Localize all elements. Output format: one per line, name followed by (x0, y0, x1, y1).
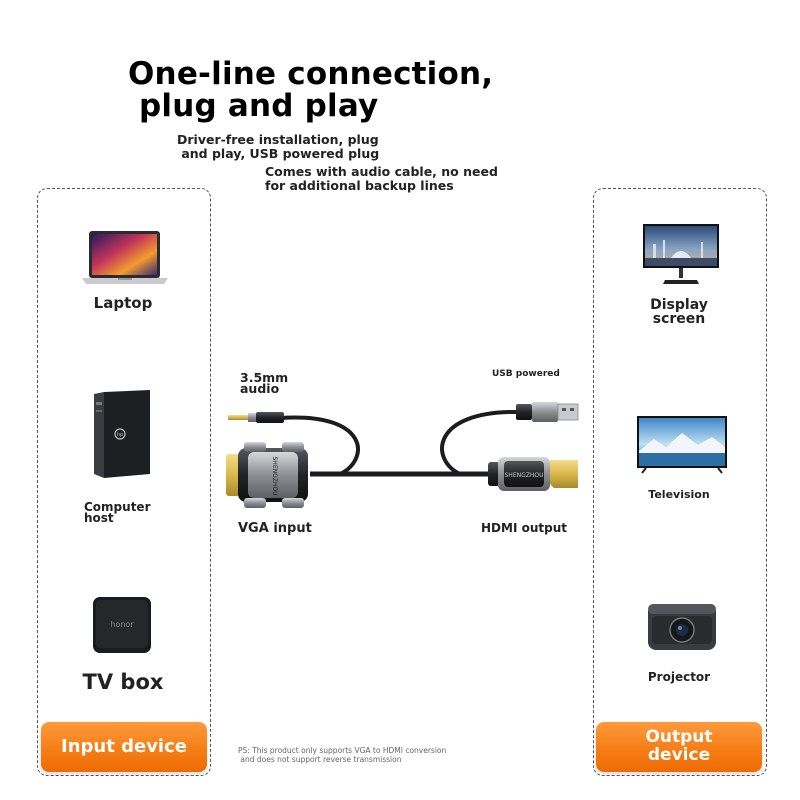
television-icon (636, 415, 728, 480)
cable-illustration: SHENGZHOU SHENGZHOU (220, 390, 590, 525)
tv-box-icon: honor (92, 596, 152, 659)
input-device-badge: Input device (41, 722, 207, 772)
footnote: PS: This product only supports VGA to HD… (238, 746, 447, 764)
hdmi-brand-text: SHENGZHOU (505, 472, 544, 479)
monitor-icon (641, 222, 721, 291)
projector-label: Projector (647, 670, 711, 684)
headline-title: One-line connection, plug and play (128, 56, 494, 124)
computer-host-label: Computer host (84, 500, 151, 525)
hdmi-connector: SHENGZHOU (488, 457, 578, 491)
desktop-tower-icon: hp (90, 388, 154, 485)
output-device-panel (593, 188, 767, 776)
vga-connector: SHENGZHOU (226, 442, 308, 508)
laptop-icon (80, 229, 170, 290)
svg-text:honor: honor (110, 620, 134, 629)
display-screen-label: Display screen (650, 297, 708, 327)
tv-box-label: TV box (82, 670, 164, 694)
usb-powered-label: USB powered (492, 369, 560, 379)
vga-input-label: VGA input (238, 521, 312, 536)
output-device-badge: Output device (596, 722, 762, 772)
projector-icon (644, 598, 720, 659)
laptop-label: Laptop (93, 294, 153, 312)
vga-brand-text: SHENGZHOU (271, 457, 278, 496)
audio-jack-connector (228, 412, 284, 423)
svg-text:hp: hp (117, 432, 123, 438)
input-device-panel (37, 188, 211, 776)
hdmi-output-label: HDMI output (481, 521, 567, 535)
television-label: Television (648, 488, 710, 501)
feature-audio-cable: Comes with audio cable, no need for addi… (265, 164, 498, 193)
feature-driver-free: Driver-free installation, plug and play,… (177, 132, 380, 161)
usb-plug-connector (516, 402, 579, 422)
audio-label: 3.5mm audio (240, 370, 289, 396)
